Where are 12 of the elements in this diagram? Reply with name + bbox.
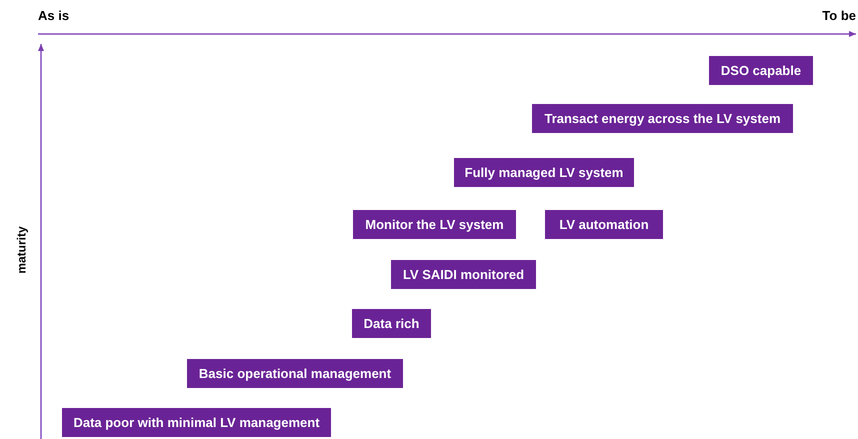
stage-box: Transact energy across the LV system: [532, 104, 793, 133]
axis-label: To be: [822, 9, 856, 22]
stage-box: Data rich: [352, 309, 431, 338]
stage-box: Data poor with minimal LV management: [62, 408, 331, 437]
stage-box: Monitor the LV system: [353, 210, 516, 239]
stage-box: DSO capable: [709, 56, 813, 85]
axis-label: As is: [38, 9, 70, 22]
stage-box: LV automation: [545, 210, 663, 239]
stage-box: Basic operational management: [187, 359, 403, 388]
stage-box: Fully managed LV system: [454, 158, 634, 187]
stage-box: LV SAIDI monitored: [391, 260, 536, 289]
axis-label: maturity: [16, 226, 28, 274]
